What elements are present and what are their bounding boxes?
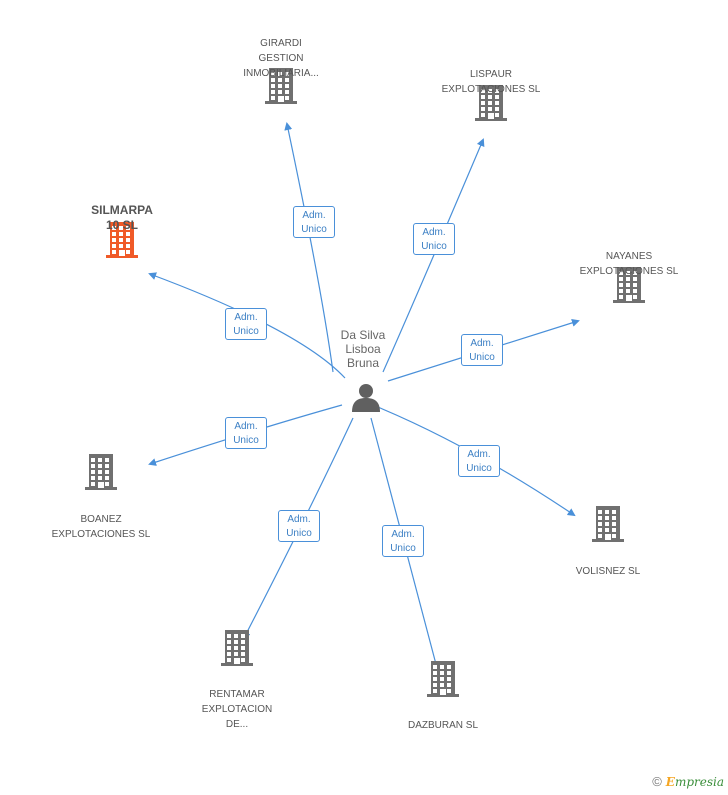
role-badge-line-2: Unico [390,543,416,554]
company-label-line: DAZBURAN SL [407,720,479,731]
building-icon[interactable] [221,630,253,671]
person-name-line-3: Bruna [346,356,380,370]
company-label-line: LISPAUR [469,69,513,80]
role-badge-line-2: Unico [233,435,259,446]
role-badge[interactable]: Adm. Unico [293,206,335,238]
role-badge[interactable]: Adm. Unico [382,525,424,557]
person-name-line-2: Lisboa [345,342,381,356]
building-icon[interactable] [613,267,645,308]
company-label-rentamar[interactable]: RENTAMAR EXPLOTACION DE... [202,687,272,732]
company-label-line: VOLISNEZ SL [575,566,641,577]
company-label-volisnez[interactable]: VOLISNEZ SL [576,564,640,579]
company-label-line: EXPLOTACIONES SL [441,84,541,95]
role-badge-line-2: Unico [286,528,312,539]
role-badge-line-1: Adm. [234,421,258,432]
brand-initial: E [665,775,675,789]
role-badge-line-1: Adm. [302,210,326,221]
role-badge-line-1: Adm. [287,514,311,525]
company-label-girardi[interactable]: GIRARDI GESTION INMOBILIARIA... [243,36,319,81]
role-badge-line-1: Adm. [391,529,415,540]
company-label-line: EXPLOTACION [201,704,273,715]
person-name[interactable]: Da Silva Lisboa Bruna [341,328,386,370]
company-label-line: BOANEZ [80,514,122,525]
person-name-line-1: Da Silva [340,328,386,342]
company-label-boanez[interactable]: BOANEZ EXPLOTACIONES SL [52,512,151,542]
company-label-line: 10 SL [105,218,138,232]
role-badge-line-1: Adm. [234,312,258,323]
edge-lispaur [382,138,485,373]
person-icon[interactable] [351,382,381,417]
role-badge-line-1: Adm. [470,338,494,349]
brand-name: mpresia [674,775,724,789]
company-label-lispaur[interactable]: LISPAUR EXPLOTACIONES SL [442,67,541,97]
company-label-line: GIRARDI [260,38,302,49]
company-label-line: SILMARPA [91,203,153,217]
role-badge-line-1: Adm. [422,227,446,238]
footer-brand[interactable]: ©Empresia [652,774,724,789]
company-label-line: DE... [225,719,249,730]
company-label-nayanes[interactable]: NAYANES EXPLOTACIONES SL [580,249,679,279]
role-badge[interactable]: Adm. Unico [225,417,267,449]
building-icon[interactable] [592,506,624,547]
building-icon[interactable] [475,85,507,126]
building-icon[interactable] [427,661,459,702]
role-badge[interactable]: Adm. Unico [413,223,455,255]
role-badge[interactable]: Adm. Unico [278,510,320,542]
role-badge-line-2: Unico [469,352,495,363]
company-label-line: GESTION [258,53,304,64]
role-badge-line-2: Unico [301,224,327,235]
role-badge-line-1: Adm. [467,449,491,460]
role-badge-line-2: Unico [466,463,492,474]
role-badge-line-2: Unico [233,326,259,337]
company-label-line: RENTAMAR [209,689,265,700]
building-icon[interactable] [106,222,138,263]
role-badge-line-2: Unico [421,241,447,252]
building-icon[interactable] [85,454,117,495]
company-label-line: INMOBILIARIA... [243,68,319,79]
copyright-symbol: © [652,774,662,789]
company-label-line: EXPLOTACIONES SL [51,529,151,540]
company-label-line: NAYANES [605,251,653,262]
role-badge[interactable]: Adm. Unico [225,308,267,340]
building-icon[interactable] [265,68,297,109]
role-badge[interactable]: Adm. Unico [461,334,503,366]
company-label-dazburan[interactable]: DAZBURAN SL [408,718,478,733]
edge-girardi [284,122,334,373]
edge-silmarpa [148,272,346,379]
company-label-line: EXPLOTACIONES SL [579,266,679,277]
role-badge[interactable]: Adm. Unico [458,445,500,477]
